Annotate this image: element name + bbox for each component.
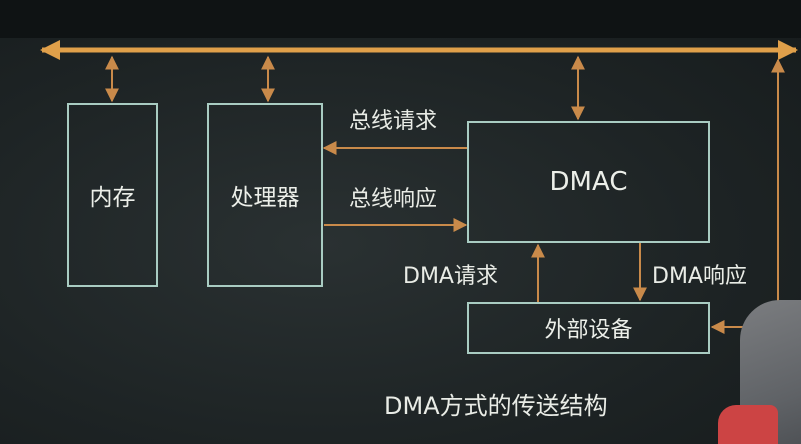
bus-response-label: 总线响应	[349, 187, 438, 212]
dmac-label: DMAC	[549, 167, 628, 197]
processor-box: 处理器	[207, 103, 323, 287]
bus-request-label: 总线请求	[349, 109, 438, 134]
memory-box: 内存	[67, 103, 158, 287]
dmac-box: DMAC	[467, 121, 710, 243]
external-device-box: 外部设备	[467, 302, 710, 354]
processor-label: 处理器	[230, 185, 300, 211]
external-device-label: 外部设备	[544, 318, 633, 343]
diagram-caption: DMA方式的传送结构	[384, 392, 608, 420]
presenter-hand	[718, 405, 778, 444]
dma-response-label: DMA响应	[652, 264, 747, 289]
top-dark-band	[0, 0, 801, 38]
dma-request-label: DMA请求	[403, 264, 498, 289]
memory-label: 内存	[89, 185, 136, 211]
